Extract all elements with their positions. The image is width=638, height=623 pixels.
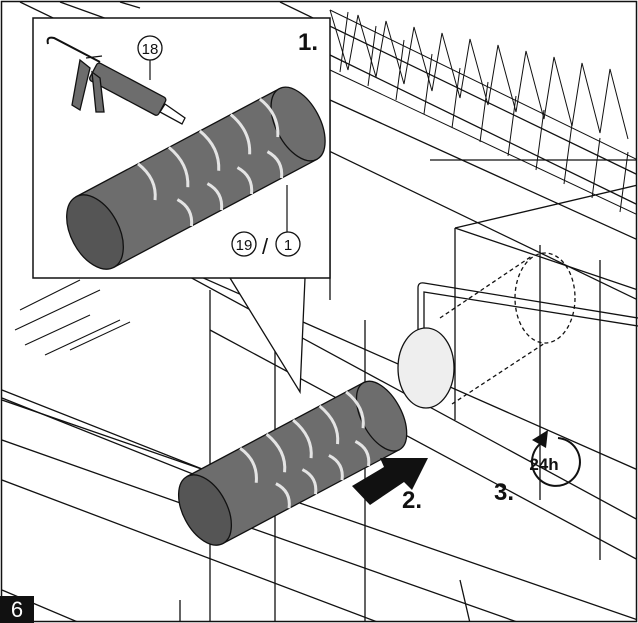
callout-19-circle — [231, 231, 257, 257]
step-1-label: 1. — [298, 29, 318, 56]
caulking-gun-icon — [46, 36, 186, 125]
mounting-rail — [1, 389, 231, 489]
mounting-pad — [397, 327, 455, 409]
anchor-cylinder-installed — [177, 380, 408, 546]
anchor-cylinder-detail — [66, 86, 326, 270]
detail-inset: 18 19 / 1 1. — [32, 17, 331, 279]
callout-anchor-b: 1 — [284, 237, 292, 254]
rotate-arrow-icon — [530, 430, 581, 487]
push-arrow-icon — [352, 458, 428, 505]
inset-pointer — [228, 277, 306, 395]
wall-hook-assembly — [417, 252, 638, 405]
step-3-label: 3. — [494, 479, 514, 506]
step-2-label: 2. — [402, 487, 422, 514]
timer-label: 24h — [529, 455, 558, 474]
callout-anchor-a: 19 — [236, 237, 253, 254]
figure-number: 6 — [0, 596, 34, 623]
insulation-strip — [329, 9, 636, 215]
callout-cartridge: 18 — [142, 41, 159, 58]
callout-1-circle — [275, 231, 301, 257]
callout-separator: / — [262, 234, 269, 259]
window-reflection — [14, 279, 131, 356]
